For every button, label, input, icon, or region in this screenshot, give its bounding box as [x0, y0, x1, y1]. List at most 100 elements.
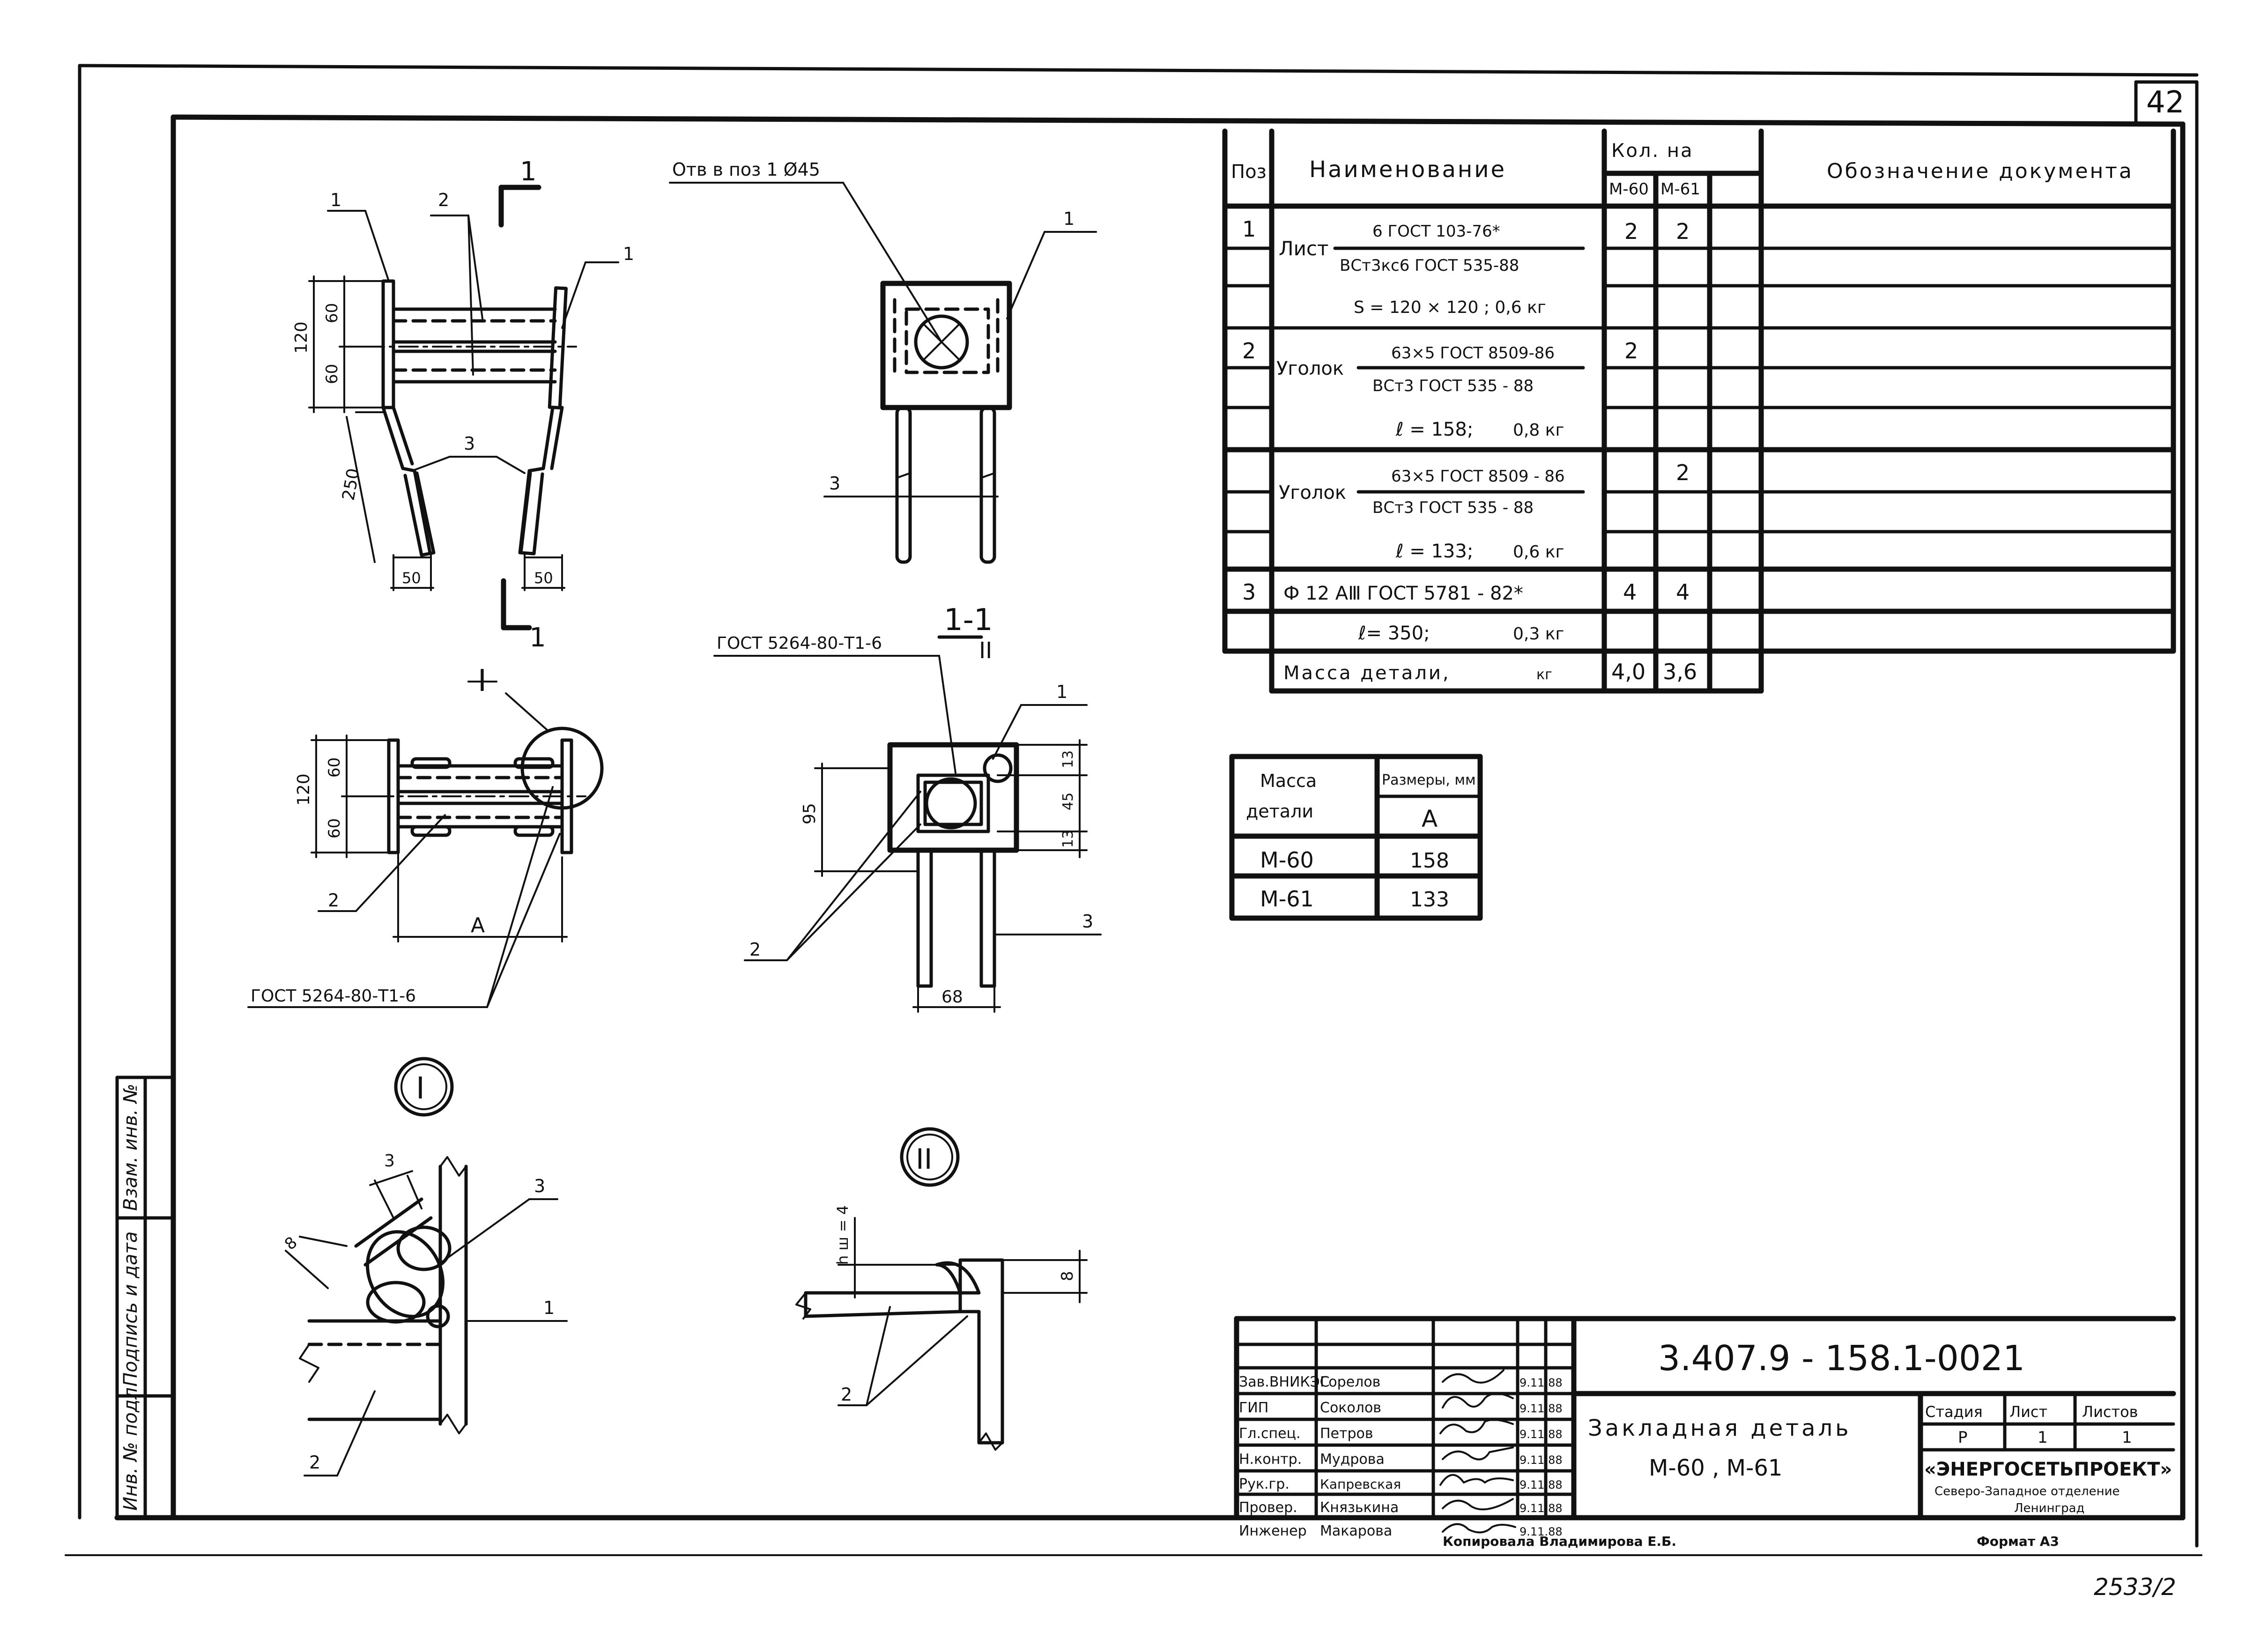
dim-120-front: 120: [294, 773, 313, 806]
r2-num: 63×5 ГОСТ 8509-86: [1391, 344, 1555, 363]
copied-by: Копировала Владимирова Е.Б.: [1443, 1534, 1676, 1549]
org-sub1: Северо-Западное отделение: [1934, 1484, 2120, 1498]
col-m61-header: М-61: [1660, 180, 1700, 199]
handnote: 2533/2: [2094, 1573, 2176, 1601]
v1-pos1-left: 1: [330, 190, 341, 210]
v4-pos3: 3: [1082, 911, 1093, 932]
v2-pos3: 3: [829, 473, 840, 494]
sig-name-0: Горелов: [1320, 1374, 1380, 1390]
mass-m60: 4,0: [1611, 659, 1645, 684]
page-number: 42: [2146, 85, 2184, 120]
mass-table-r1b: 158: [1410, 849, 1449, 873]
sig-role-1: ГИП: [1239, 1400, 1268, 1416]
sig-name-4: Капревская: [1320, 1476, 1401, 1492]
r4-m61: 4: [1676, 579, 1690, 605]
view-front: 120 60 60 А I 2 ГОСТ 5264-80-Т1-6: [247, 664, 604, 1008]
dII-pos2: 2: [841, 1384, 852, 1405]
r2-pos: 2: [1242, 338, 1256, 363]
dim-120-side: 120: [292, 321, 311, 354]
r1-m61: 2: [1676, 219, 1690, 244]
sig-role-5: Провер.: [1239, 1499, 1297, 1516]
sig-role-3: Н.контр.: [1239, 1451, 1302, 1468]
inv-podl-label: Инв. № подл.: [120, 1381, 141, 1511]
sig-role-4: Рук.гр.: [1239, 1476, 1290, 1492]
r2-m60: 2: [1624, 338, 1638, 363]
title-line2: М-60 , М-61: [1649, 1455, 1782, 1481]
r1-num: 6 ГОСТ 103-76*: [1372, 222, 1500, 241]
mass-table-h2: Размеры, мм: [1382, 772, 1476, 788]
r2-den: ВСт3 ГОСТ 535 - 88: [1372, 377, 1534, 395]
dim-8-detail-I: 8: [281, 1233, 301, 1254]
sig-name-6: Макарова: [1320, 1523, 1392, 1539]
r4-mass: 0,3 кг: [1513, 624, 1564, 644]
view-section-1-1: 1-1 II ГОСТ 5264-80-Т1-6 95 13 45 13 68: [713, 603, 1102, 1013]
dim-13-bottom: 13: [1060, 830, 1076, 848]
sig-date-5: 9.11.88: [1519, 1502, 1563, 1515]
r3-m61: 2: [1676, 460, 1690, 485]
section-title: 1-1: [944, 603, 993, 638]
dim-60-front-a: 60: [325, 757, 344, 778]
r3-num: 63×5 ГОСТ 8509 - 86: [1391, 467, 1565, 486]
r4-m60: 4: [1623, 579, 1637, 605]
sig-name-5: Князькина: [1320, 1499, 1399, 1516]
sheet-frame: 42: [65, 64, 2202, 1556]
stage-value: Р: [1958, 1428, 1968, 1447]
sheets-label: Листов: [2082, 1403, 2138, 1421]
v3-pos2: 2: [328, 890, 339, 911]
r1-size: S = 120 × 120 ; 0,6 кг: [1354, 298, 1546, 317]
signature-rows: Зав.ВНИКЭС Горелов 9.11.88 ГИП Соколов 9…: [1235, 1374, 1576, 1539]
sig-role-2: Гл.спец.: [1239, 1425, 1301, 1442]
sig-role-0: Зав.ВНИКЭС: [1239, 1374, 1330, 1390]
view-plate-plan: Отв в поз 1 Ø45 1 3: [669, 159, 1097, 564]
sheets-value: 1: [2122, 1428, 2132, 1447]
dim-95: 95: [800, 803, 819, 824]
dim-60-side-b: 60: [323, 364, 341, 384]
mass-m61: 3,6: [1663, 659, 1697, 684]
detail-I-title: I: [416, 1071, 425, 1106]
r1-m60: 2: [1624, 219, 1638, 244]
dim-60-front-b: 60: [325, 818, 344, 838]
v4-pos1: 1: [1056, 682, 1067, 702]
detail-II: II h ш = 4 8 2: [795, 1127, 1088, 1451]
org-sub2: Ленинград: [2014, 1501, 2085, 1515]
r3-mass: 0,6 кг: [1513, 542, 1564, 562]
mass-table-h1a: Масса: [1260, 771, 1317, 791]
sig-date-1: 9.11.88: [1519, 1402, 1563, 1415]
col-qty-header: Кол. на: [1611, 140, 1694, 162]
org-name: «ЭНЕРГОСЕТЬПРОЕКТ»: [1924, 1459, 2172, 1480]
r2-len: ℓ = 158;: [1395, 419, 1473, 440]
v2-pos1: 1: [1063, 208, 1075, 229]
col-name-header: Наименование: [1309, 156, 1506, 183]
dim-3-detail: 3: [384, 1151, 395, 1171]
col-m60-header: М-60: [1609, 180, 1649, 199]
weld-hw: h ш = 4: [834, 1205, 852, 1265]
detail-II-ref: II: [979, 638, 992, 664]
dI-pos3: 3: [534, 1176, 545, 1196]
v4-pos2: 2: [749, 939, 761, 960]
sig-date-3: 9.11.88: [1519, 1454, 1563, 1467]
detail-I: I 3 8 3 1 2: [281, 1057, 568, 1476]
mass-table-r2a: М-61: [1260, 886, 1314, 912]
view-side-elevation: 120 60 60 250 50 50 1 2 1 3 1: [292, 156, 634, 653]
mass-table-r1a: М-60: [1260, 847, 1314, 873]
mass-table-h1b: детали: [1246, 801, 1313, 822]
dim-13-top: 13: [1060, 750, 1076, 768]
section-mark-bottom: 1: [529, 623, 546, 653]
document-code: 3.407.9 - 158.1-0021: [1658, 1338, 2025, 1379]
dim-60-side-a: 60: [323, 303, 341, 323]
sig-name-2: Петров: [1320, 1425, 1373, 1442]
dim-45: 45: [1060, 793, 1076, 810]
mass-unit: кг: [1536, 667, 1552, 683]
col-pos-header: Поз: [1231, 161, 1267, 183]
dim-A: А: [471, 913, 485, 937]
v1-pos3: 3: [464, 433, 475, 454]
r1-name: Лист: [1279, 237, 1328, 260]
sheet-footer: Копировала Владимирова Е.Б. Формат А3 25…: [1443, 1534, 2176, 1601]
r2-name: Уголок: [1276, 358, 1344, 379]
sig-date-0: 9.11.88: [1519, 1376, 1563, 1389]
detail-II-title: II: [916, 1143, 932, 1176]
dI-pos1: 1: [543, 1298, 555, 1318]
r4-pos: 3: [1242, 579, 1256, 605]
mass-table-r2b: 133: [1410, 888, 1449, 912]
title-block: Зав.ВНИКЭС Горелов 9.11.88 ГИП Соколов 9…: [1234, 1316, 2176, 1539]
